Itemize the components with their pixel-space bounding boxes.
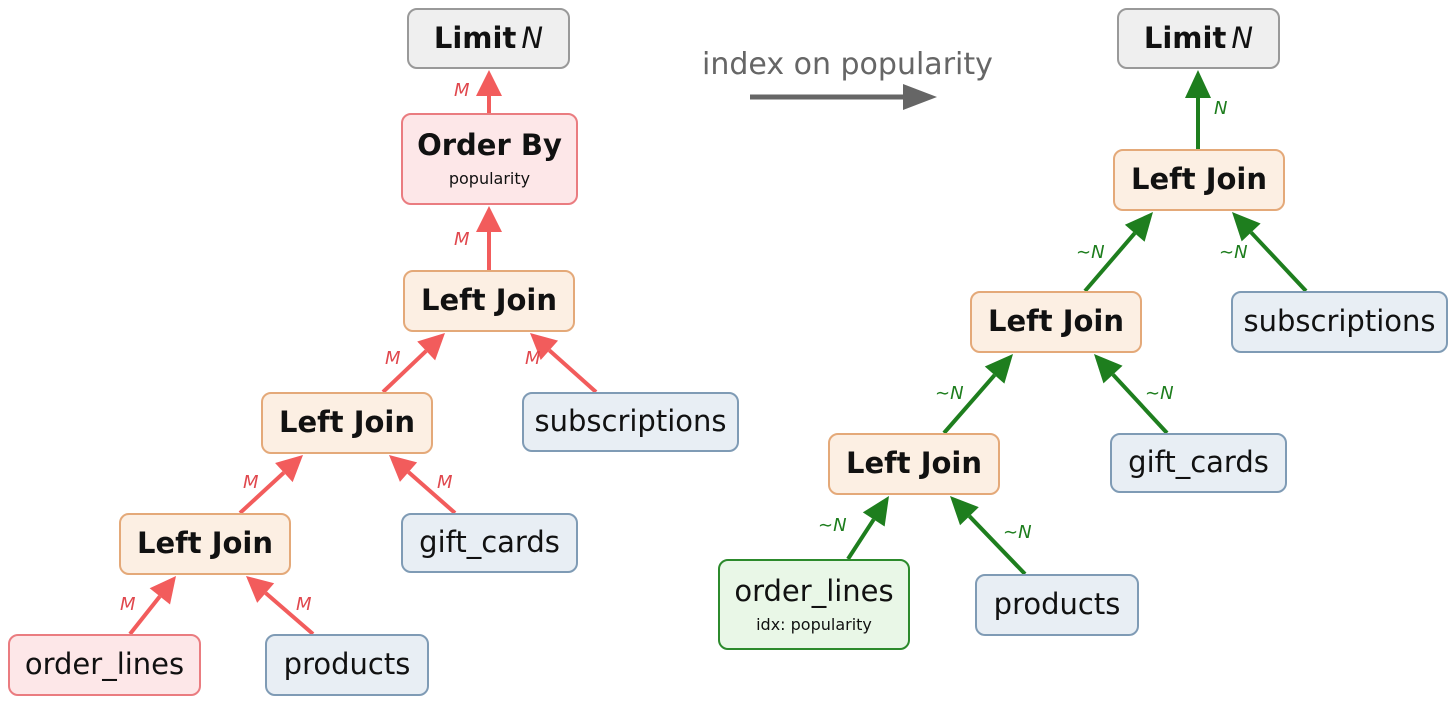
right-edge-label: ∼N bbox=[1145, 383, 1174, 404]
left-edge-label: M bbox=[525, 348, 541, 369]
left-limit-label: Limit bbox=[433, 20, 517, 55]
right-edge-arrow bbox=[950, 496, 1027, 576]
right-join-top-label: Left Join bbox=[1130, 162, 1268, 197]
left-edge-arrow bbox=[238, 455, 303, 515]
right-limit-label: Limit bbox=[1143, 20, 1227, 55]
right-limit-var: N bbox=[1231, 20, 1254, 55]
right-edge-label: ∼N bbox=[1219, 242, 1248, 263]
left-products-node: products bbox=[265, 634, 429, 696]
right-join-mid-node: Left Join bbox=[970, 291, 1142, 353]
left-edge-arrow bbox=[476, 206, 502, 270]
right-order-lines-sub: idx: popularity bbox=[756, 614, 872, 634]
left-join-bottom-label: Left Join bbox=[136, 526, 274, 561]
right-products-label: products bbox=[993, 587, 1121, 622]
left-edge-arrow bbox=[530, 333, 598, 394]
right-edge-label-top: N bbox=[1214, 98, 1228, 119]
right-edge-arrow bbox=[1232, 212, 1308, 293]
left-edge-arrow bbox=[246, 576, 315, 636]
left-orderby-label: Order By bbox=[417, 128, 562, 163]
right-gift-cards-node: gift_cards bbox=[1110, 433, 1287, 493]
left-edge-arrow bbox=[389, 455, 457, 515]
left-join-top-node: Left Join bbox=[403, 270, 575, 332]
right-join-bottom-node: Left Join bbox=[828, 433, 1000, 495]
left-edge-label: M bbox=[454, 229, 470, 250]
left-edge-arrow bbox=[476, 70, 502, 113]
right-gift-cards-label: gift_cards bbox=[1128, 445, 1269, 480]
left-subscriptions-node: subscriptions bbox=[522, 392, 739, 452]
left-edge-label: M bbox=[454, 80, 470, 101]
transition-arrow bbox=[750, 84, 937, 110]
left-join-top-label: Left Join bbox=[420, 283, 558, 318]
right-subscriptions-label: subscriptions bbox=[1243, 304, 1436, 339]
left-orderby-sub: popularity bbox=[448, 169, 531, 189]
right-edge-arrow bbox=[1094, 354, 1169, 435]
left-limit-node: Limit N bbox=[407, 8, 570, 69]
left-join-mid-node: Left Join bbox=[261, 392, 433, 454]
left-order-lines-label: order_lines bbox=[24, 647, 185, 682]
right-edge-arrow bbox=[1083, 212, 1153, 293]
left-edge-label: M bbox=[437, 472, 453, 493]
left-gift-cards-label: gift_cards bbox=[419, 525, 560, 560]
left-edge-arrow bbox=[381, 333, 445, 394]
right-limit-node: Limit N bbox=[1117, 8, 1280, 69]
left-join-mid-label: Left Join bbox=[278, 405, 416, 440]
right-order-lines-label: order_lines bbox=[734, 573, 894, 608]
left-orderby-node: Order By popularity bbox=[401, 113, 578, 205]
left-order-lines-node: order_lines bbox=[8, 634, 201, 696]
right-edge-arrow bbox=[1185, 70, 1211, 149]
right-edge-label: ∼N bbox=[935, 383, 964, 404]
right-edge-arrow bbox=[846, 496, 889, 561]
left-join-bottom-node: Left Join bbox=[119, 513, 291, 575]
right-edge-label: ∼N bbox=[1003, 522, 1032, 543]
left-limit-var: N bbox=[521, 20, 544, 55]
left-edge-label: M bbox=[243, 472, 259, 493]
right-join-bottom-label: Left Join bbox=[845, 446, 983, 481]
left-edge-label: M bbox=[296, 594, 312, 615]
left-subscriptions-label: subscriptions bbox=[534, 404, 727, 439]
right-products-node: products bbox=[975, 574, 1139, 636]
left-edge-label: M bbox=[385, 348, 401, 369]
left-edge-arrow bbox=[128, 576, 176, 636]
right-edge-arrow bbox=[942, 354, 1013, 435]
left-products-label: products bbox=[283, 647, 411, 682]
right-order-lines-node: order_lines idx: popularity bbox=[718, 559, 910, 650]
right-edge-label: ∼N bbox=[818, 515, 847, 536]
left-gift-cards-node: gift_cards bbox=[401, 513, 578, 573]
right-subscriptions-node: subscriptions bbox=[1231, 291, 1448, 353]
right-join-top-node: Left Join bbox=[1113, 149, 1285, 211]
right-edge-label: ∼N bbox=[1076, 242, 1105, 263]
right-join-mid-label: Left Join bbox=[987, 304, 1125, 339]
transition-label: index on popularity bbox=[702, 47, 993, 82]
left-edge-label: M bbox=[120, 594, 136, 615]
